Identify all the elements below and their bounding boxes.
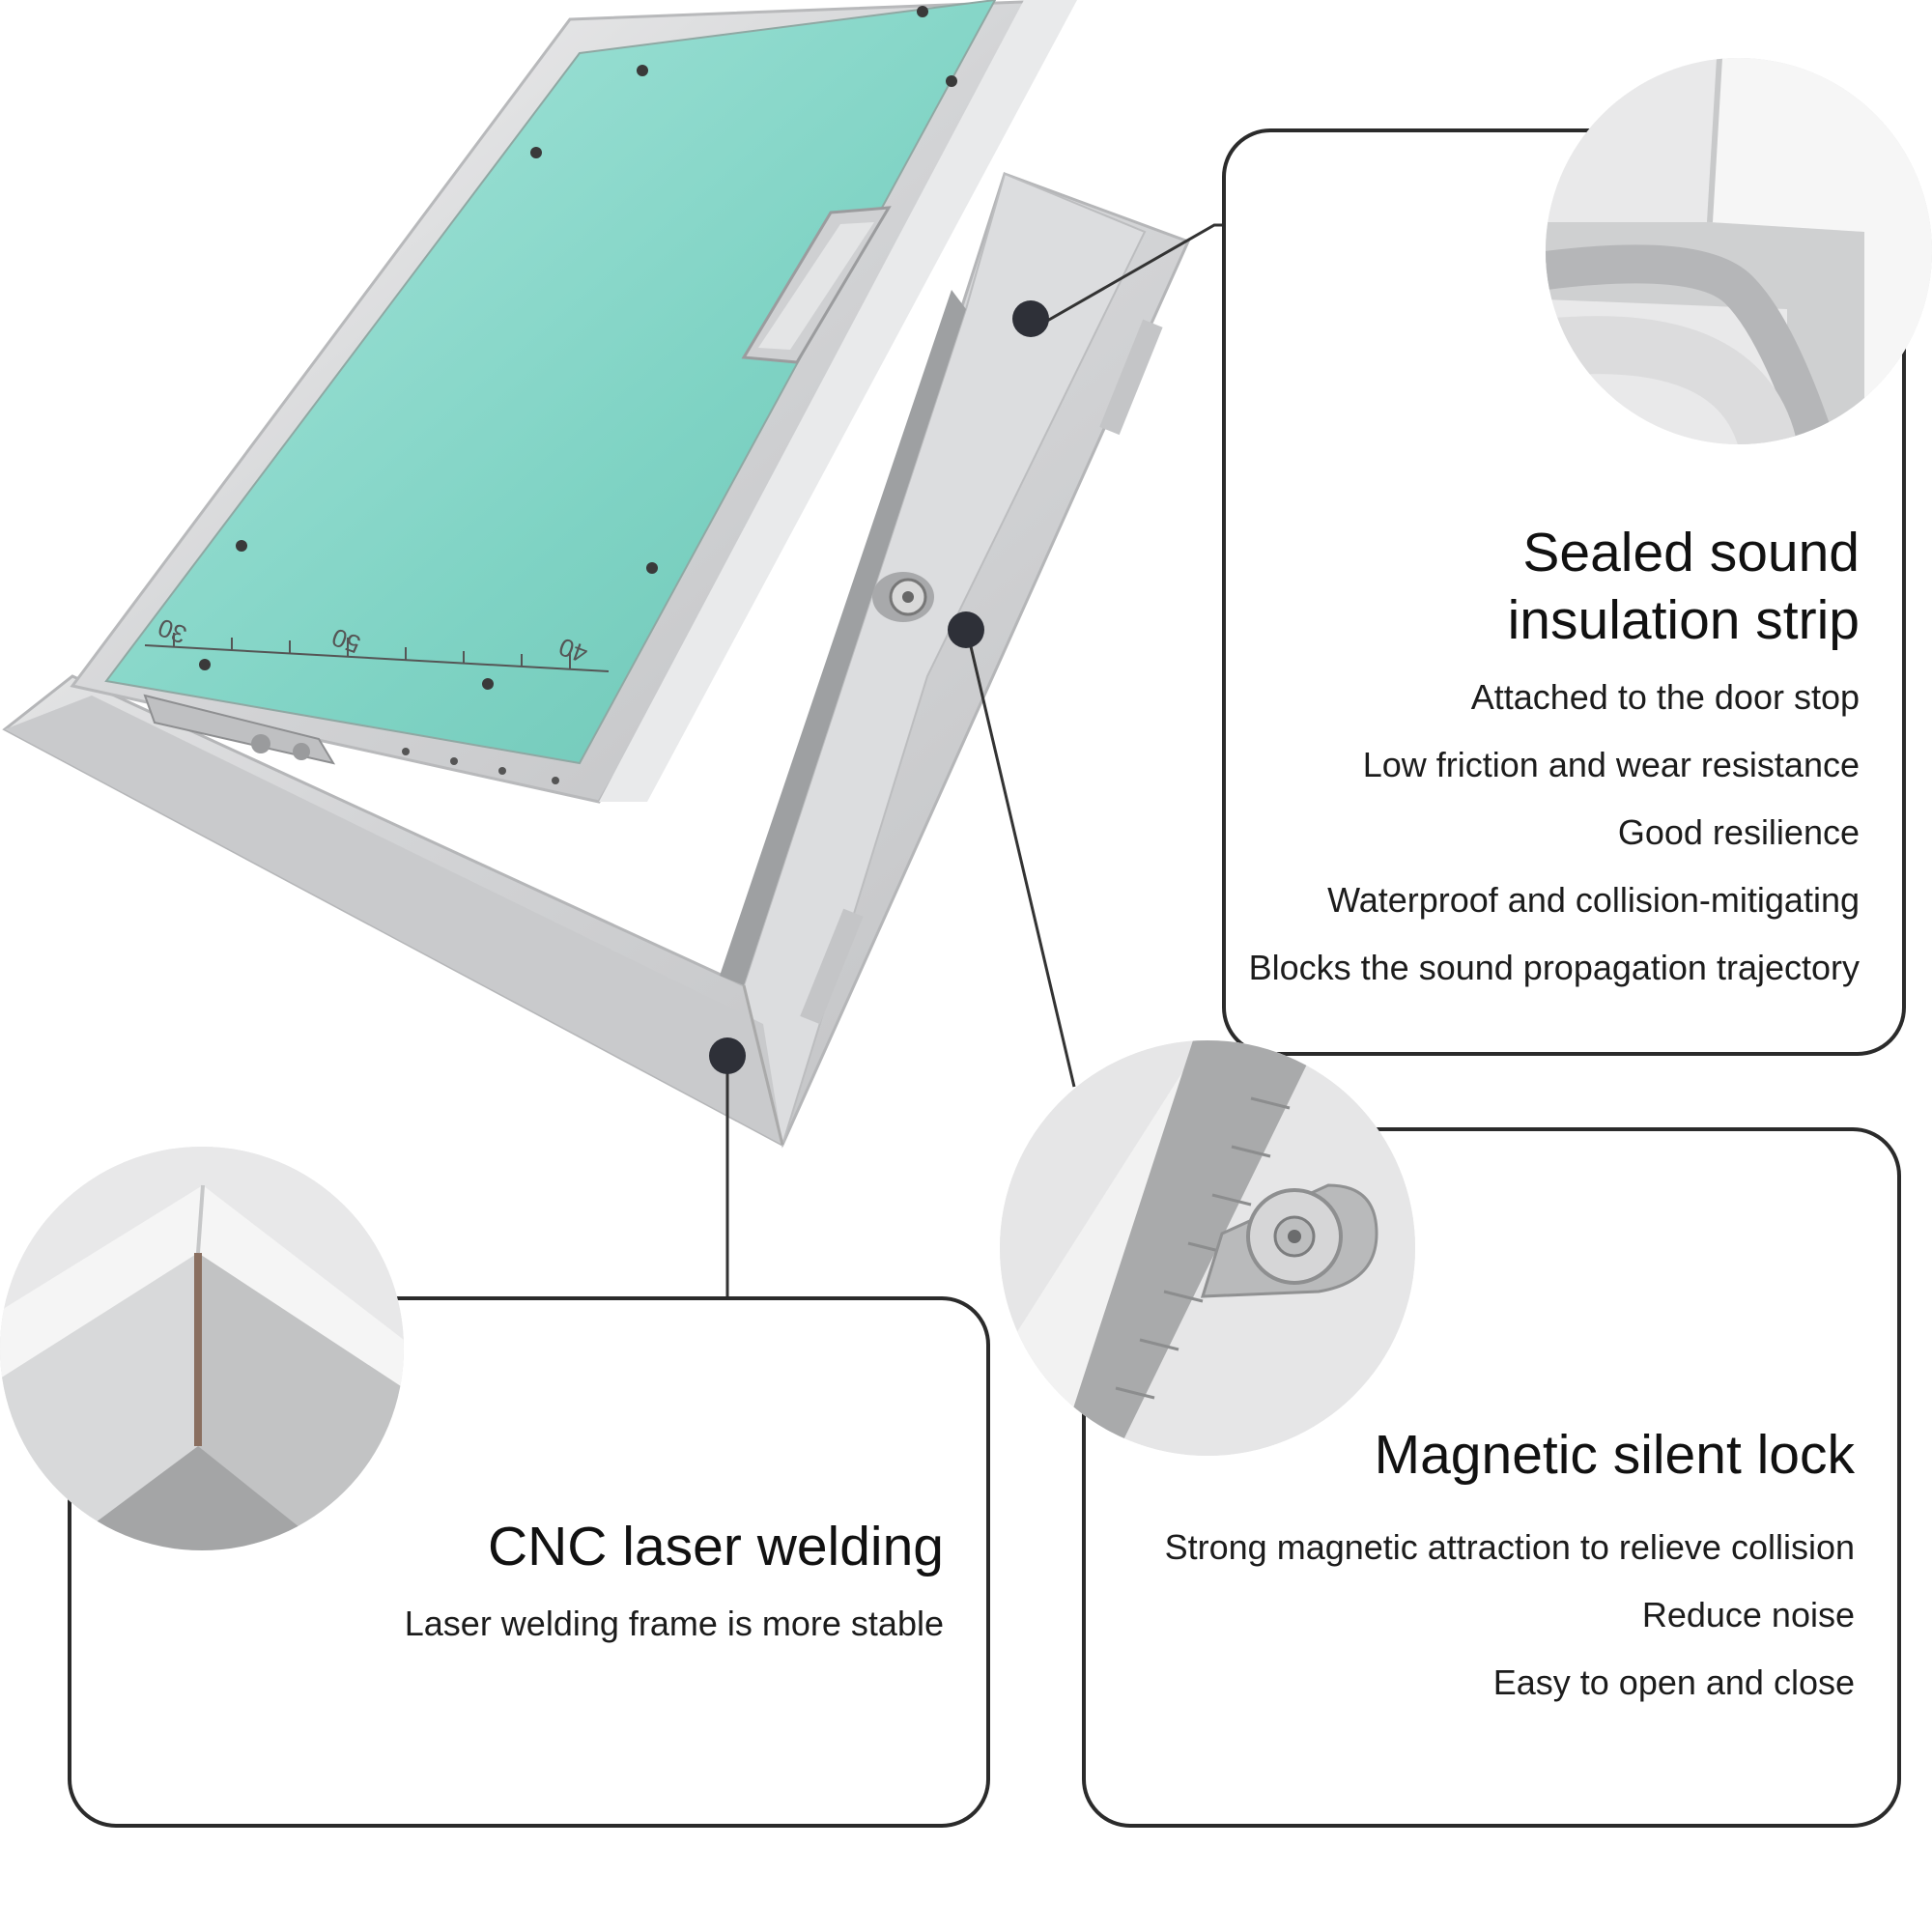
magnetic-feature-3: Easy to open and close — [1492, 1662, 1855, 1702]
sealed-feature-2: Low friction and wear resistance — [1362, 745, 1860, 784]
weld-detail-image — [0, 1147, 404, 1550]
laser-welding-title: CNC laser welding — [487, 1516, 944, 1577]
sealed-strip-title-line2: insulation strip — [1507, 589, 1860, 651]
strip-detail-image — [1546, 58, 1932, 444]
magnetic-feature-2: Reduce noise — [1641, 1595, 1855, 1634]
magnetic-lock — [872, 572, 934, 622]
sealed-feature-1: Attached to the door stop — [1470, 677, 1860, 717]
magnetic-feature-1: Strong magnetic attraction to relieve co… — [1164, 1527, 1855, 1567]
welding-feature-1: Laser welding frame is more stable — [404, 1604, 944, 1643]
door-leaf: 30 50 40 — [70, 0, 1077, 804]
magnetic-lock-title: Magnetic silent lock — [1374, 1424, 1855, 1486]
sealed-strip-title-line1: Sealed sound — [1522, 522, 1860, 583]
sealed-feature-4: Waterproof and collision-mitigating — [1327, 880, 1860, 920]
callout-dot-weld — [709, 1037, 746, 1074]
sealed-feature-5: Blocks the sound propagation trajectory — [1248, 948, 1860, 987]
callout-dot-lock — [948, 611, 984, 648]
callout-dot-strip — [1012, 300, 1049, 337]
laser-welding-card: CNC laser welding Laser welding frame is… — [68, 1296, 990, 1828]
lock-detail-image — [1000, 1040, 1415, 1456]
magnetic-lock-card: Magnetic silent lock Strong magnetic att… — [1082, 1127, 1901, 1828]
sealed-feature-3: Good resilience — [1617, 812, 1860, 852]
outer-frame — [2, 172, 1191, 1149]
